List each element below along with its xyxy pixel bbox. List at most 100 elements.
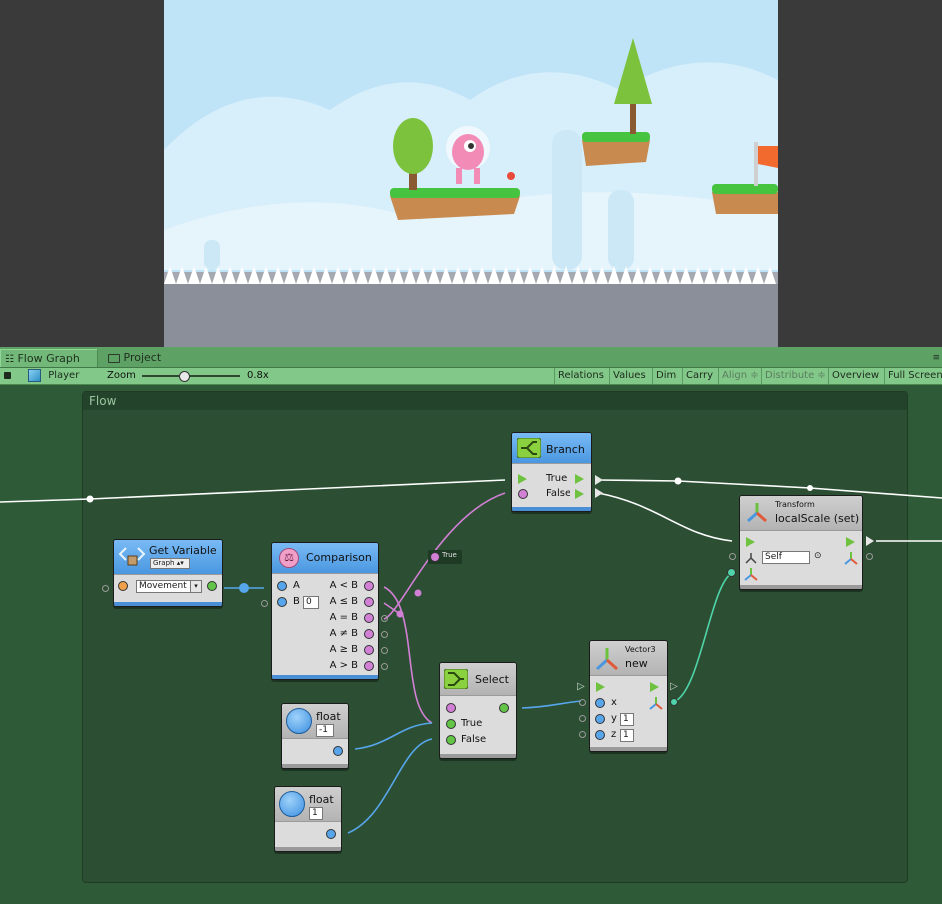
control-input-arrow[interactable] [596,682,605,692]
node-vector3-new[interactable]: Vector3 new x y 1 z 1 [589,640,668,752]
relations-button[interactable]: Relations [554,368,607,384]
input-port-open[interactable] [729,553,736,560]
output-greater-port[interactable] [364,661,374,671]
node-select[interactable]: Select True False [439,662,517,759]
zoom-slider[interactable] [142,371,240,382]
output-less-port[interactable] [364,581,374,591]
output-not-equal-port[interactable] [364,629,374,639]
control-input-arrow[interactable] [746,537,755,547]
float-output-port[interactable] [333,746,343,756]
control-output-arrow[interactable] [650,682,659,692]
x-input-port[interactable] [595,698,605,708]
output-greater-label: A > B [329,660,358,671]
false-input-port[interactable] [446,735,456,745]
node-branch[interactable]: Branch True False [511,432,592,512]
input-port-open[interactable] [579,715,586,722]
control-output-arrow[interactable] [595,475,603,485]
output-port-open[interactable] [381,663,388,670]
vector-output-dot[interactable] [670,698,678,706]
control-output-arrow[interactable] [866,536,874,546]
group-title[interactable]: Flow [83,392,907,410]
control-output-port-open[interactable]: ▷ [670,681,678,692]
input-port-open[interactable] [579,731,586,738]
input-port-open[interactable] [102,585,109,592]
carry-button[interactable]: Carry [682,368,716,384]
tab-menu-icon[interactable]: ≡ [932,353,940,363]
target-field[interactable]: Self [762,551,810,564]
output-port-open[interactable] [866,553,873,560]
node-float-positive[interactable]: float 1 [274,786,342,852]
group-flow[interactable]: Flow [82,391,908,883]
value-output-port[interactable] [499,703,509,713]
output-less-equal-label: A ≤ B [329,596,358,607]
float-value-field[interactable]: -1 [316,724,334,737]
node-get-variable[interactable]: Get Variable Graph ▴▾ Movement ▾ [113,539,223,607]
graph-canvas[interactable]: Flow True [0,385,942,904]
control-input-port-open[interactable] [577,682,585,692]
input-b-value: 0 [306,597,312,607]
connection-value-text: True [442,551,457,559]
node-title: new [625,657,648,670]
float-value: -1 [319,725,328,735]
vector-output-icon[interactable] [844,551,858,565]
input-a-label: A [293,580,300,591]
control-input-arrow[interactable] [518,474,527,484]
float-output-port[interactable] [326,829,336,839]
variable-scope-dropdown[interactable]: Graph ▴▾ [150,558,190,569]
values-button[interactable]: Values [609,368,649,384]
cube-icon [28,368,41,382]
variable-name-field[interactable]: Movement [136,580,198,593]
condition-input-port[interactable] [518,489,528,499]
dim-button[interactable]: Dim [652,368,679,384]
true-input-label: True [461,718,483,729]
value-output-port[interactable] [207,581,217,591]
overview-button[interactable]: Overview [828,368,882,384]
control-output-arrow[interactable] [846,537,855,547]
float-value-field[interactable]: 1 [309,807,323,820]
condition-input-port[interactable] [446,703,456,713]
x-label: x [611,697,617,708]
full-screen-button[interactable]: Full Screen [884,368,942,384]
lock-icon[interactable] [4,372,11,379]
input-b-port[interactable] [277,597,287,607]
tab-project[interactable]: Project [104,349,174,367]
value-input-port[interactable] [727,568,736,577]
control-input-port-open[interactable]: ▷ [577,681,585,692]
true-input-port[interactable] [446,719,456,729]
output-greater-equal-port[interactable] [364,645,374,655]
true-output-arrow[interactable] [575,474,584,484]
tab-flow-graph-label: Flow Graph [17,352,80,365]
relay-dot [674,477,682,485]
y-value-field[interactable]: 1 [620,713,634,726]
input-port-open[interactable] [261,600,268,607]
output-less-equal-port[interactable] [364,597,374,607]
align-dropdown[interactable]: Align ≑ [718,368,762,384]
false-output-arrow[interactable] [575,489,584,499]
object-selector[interactable]: Player [28,368,79,384]
z-value-field[interactable]: 1 [620,729,634,742]
output-equal-port[interactable] [364,613,374,623]
control-output-arrow[interactable] [595,488,603,498]
tab-flow-graph[interactable]: ☷ Flow Graph [0,349,98,367]
output-port-open[interactable] [381,631,388,638]
node-transform-localscale-set[interactable]: Transform localScale (set) Self ⊙ [739,495,863,590]
output-port-open[interactable] [381,647,388,654]
relay-dot [414,589,422,597]
zoom-slider-thumb[interactable] [179,371,191,382]
variable-name-port[interactable] [118,581,128,591]
vector-input-icon[interactable] [744,567,758,581]
node-comparison[interactable]: ⚖ Comparison A B 0 A < B A ≤ B A = B A ≠… [271,542,379,680]
z-input-port[interactable] [595,730,605,740]
select-icon [444,669,468,689]
variable-name-dropdown[interactable]: ▾ [190,580,202,593]
input-a-port[interactable] [277,581,287,591]
output-port-open[interactable] [381,615,388,622]
input-port-open[interactable] [579,699,586,706]
target-picker-icon[interactable]: ⊙ [814,551,822,561]
vector-output-icon[interactable] [649,696,663,710]
input-b-field[interactable]: 0 [303,596,319,609]
node-float-negative[interactable]: float -1 [281,703,349,769]
distribute-dropdown[interactable]: Distribute ≑ [761,368,829,384]
transform-icon [747,503,767,523]
y-input-port[interactable] [595,714,605,724]
